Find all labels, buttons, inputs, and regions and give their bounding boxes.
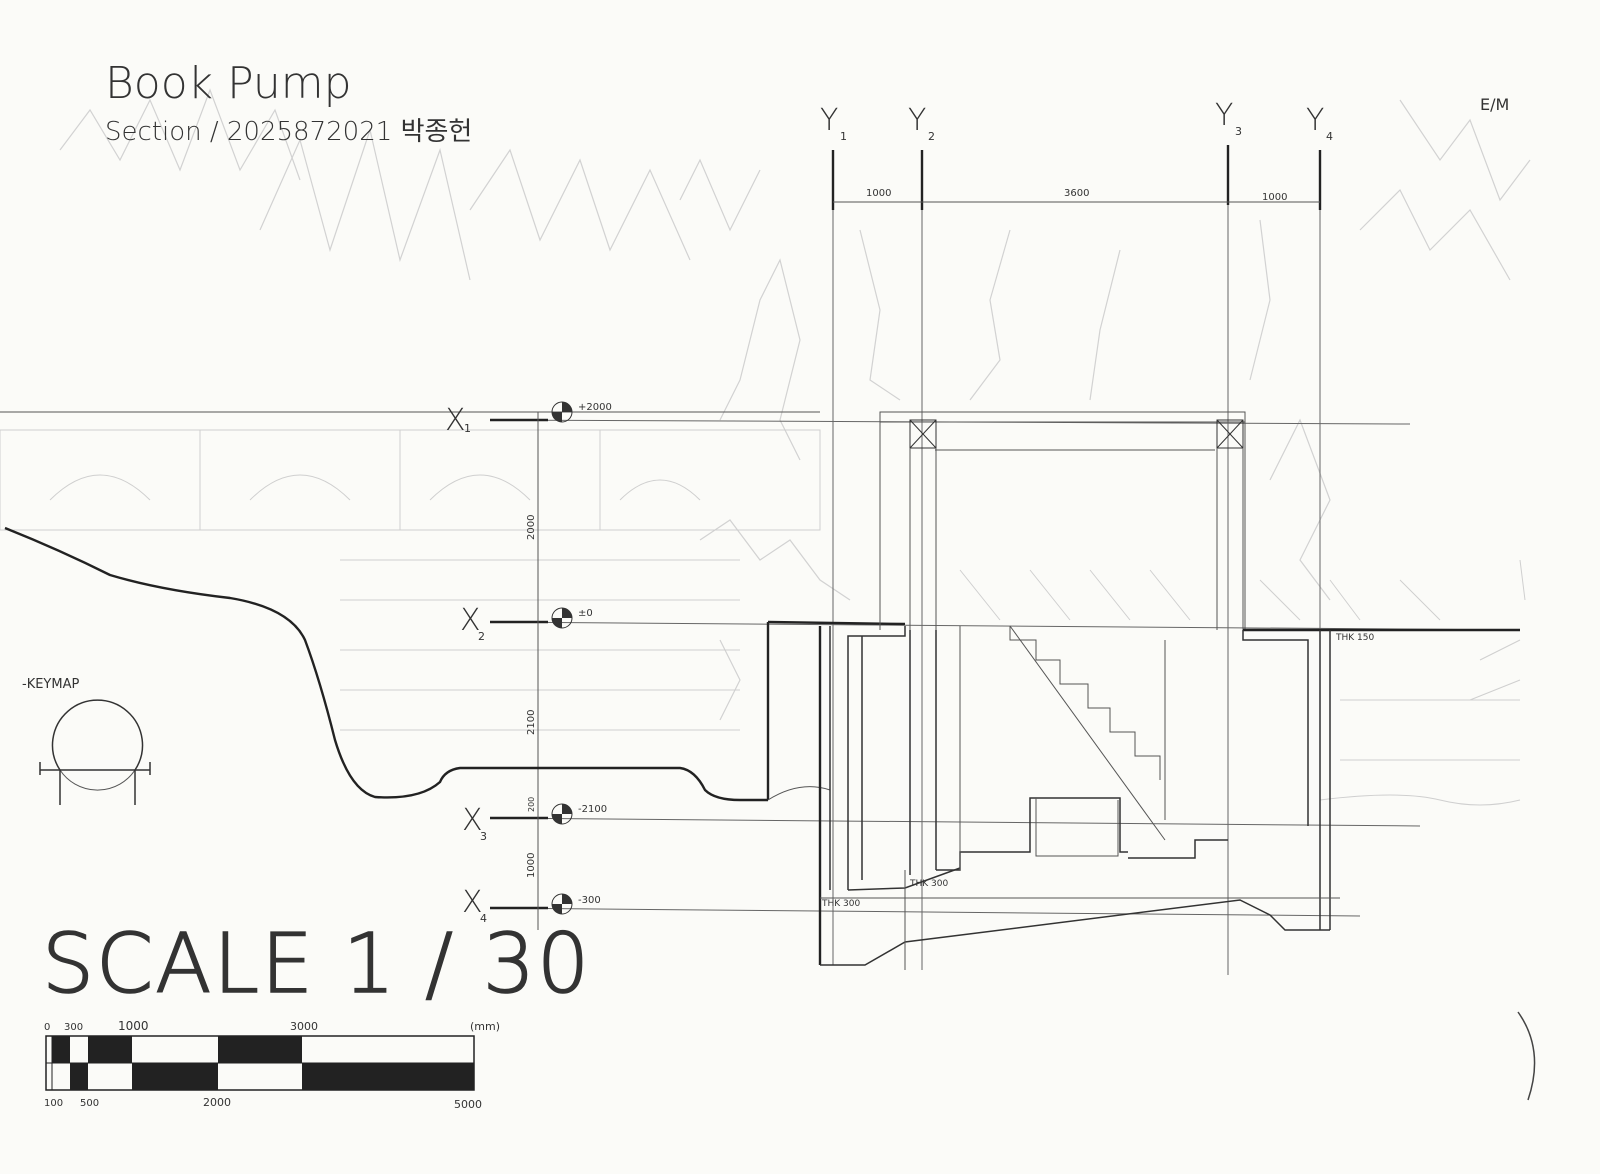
- dim-top-1: 1000: [866, 188, 891, 199]
- level-x1: +2000: [578, 402, 612, 413]
- scalebar-top-2: 1000: [118, 1019, 149, 1033]
- keymap-label: -KEYMAP: [22, 677, 79, 692]
- scalebar-top-3: 3000: [290, 1020, 318, 1033]
- grid-y-2: Y 2: [908, 103, 935, 143]
- scale-bar: 0 300 1000 3000 (mm) 100 500 2000 5000: [44, 1019, 500, 1111]
- scalebar-bottom-3: 5000: [454, 1098, 482, 1111]
- canopy-frame: [879, 411, 1246, 630]
- grid-y-2-sub: 2: [928, 130, 935, 143]
- grid-x-3: X 3 -2100: [462, 803, 607, 843]
- dim-vert-4: 1000: [526, 853, 537, 878]
- grid-y-3-letter: Y: [1215, 98, 1233, 133]
- dim-top-3: 1000: [1262, 192, 1287, 203]
- sheet-edge-mark: [1517, 1011, 1536, 1101]
- grid-x-1-letter: X: [445, 403, 466, 438]
- column-cap-right: [1216, 419, 1244, 449]
- grid-x-2-letter: X: [460, 603, 481, 638]
- grid-x-2: X 2 ±0: [460, 603, 593, 643]
- thk-label-2: THK 300: [821, 899, 860, 909]
- vertical-dimensions: 2000 2100 200 1000: [526, 515, 537, 878]
- scalebar-bottom-2: 2000: [203, 1096, 231, 1109]
- thk-label-3: THK 300: [909, 879, 948, 889]
- grid-y-4: Y 4: [1306, 103, 1333, 143]
- grid-x-4-letter: X: [462, 885, 483, 920]
- grid-x-1: X 1 +2000: [445, 401, 612, 438]
- terrain-profile: [4, 526, 906, 802]
- level-x4: -300: [578, 895, 601, 906]
- grid-y-4-sub: 4: [1326, 130, 1333, 143]
- dim-vert-2: 2100: [526, 710, 537, 735]
- keymap: -KEYMAP: [22, 677, 151, 805]
- level-x2: ±0: [578, 608, 593, 619]
- grid-x-4-sub: 4: [480, 912, 487, 925]
- scale-text: SCALE 1 / 30: [42, 917, 591, 1012]
- scalebar-bottom-1: 500: [80, 1098, 99, 1109]
- drawing-title: Book Pump: [105, 58, 352, 109]
- grid-y-3: Y 3: [1215, 98, 1242, 138]
- grid-y-3-sub: 3: [1235, 125, 1242, 138]
- scalebar-top-1: 300: [64, 1022, 83, 1033]
- grid-x-2-sub: 2: [478, 630, 485, 643]
- grid-x-4: X 4 -300: [462, 885, 601, 925]
- top-dimensions: 1000 3600 1000: [866, 188, 1287, 203]
- scalebar-bottom-0: 100: [44, 1098, 63, 1109]
- grid-y-4-letter: Y: [1306, 103, 1324, 138]
- dim-vert-1: 2000: [526, 515, 537, 540]
- underground-structure: THK 150 THK 300 THK 300: [818, 625, 1520, 970]
- grid-y-1-letter: Y: [820, 103, 838, 138]
- thk-label-1: THK 150: [1335, 633, 1374, 643]
- background-sketch: [0, 88, 1531, 806]
- grid-y-2-letter: Y: [908, 103, 926, 138]
- dim-vert-3: 200: [527, 797, 536, 812]
- grid-x-3-letter: X: [462, 803, 483, 838]
- scalebar-unit: (mm): [470, 1020, 500, 1033]
- grid-x-1-sub: 1: [464, 422, 471, 435]
- grid-x-3-sub: 3: [480, 830, 487, 843]
- grid-y-1: Y 1: [820, 103, 847, 143]
- drawing-subtitle: Section / 2025872021 박종헌: [105, 117, 472, 147]
- scalebar-top-0: 0: [44, 1022, 50, 1033]
- dim-top-2: 3600: [1064, 188, 1089, 199]
- column-cap-left: [909, 419, 937, 449]
- level-x3: -2100: [578, 804, 607, 815]
- grid-x-lines: [0, 411, 1521, 930]
- grid-y-1-sub: 1: [840, 130, 847, 143]
- corner-mark: E/M: [1480, 95, 1509, 114]
- title-block: Book Pump Section / 2025872021 박종헌 E/M: [105, 58, 1509, 147]
- grid-y-lines: [831, 145, 1322, 975]
